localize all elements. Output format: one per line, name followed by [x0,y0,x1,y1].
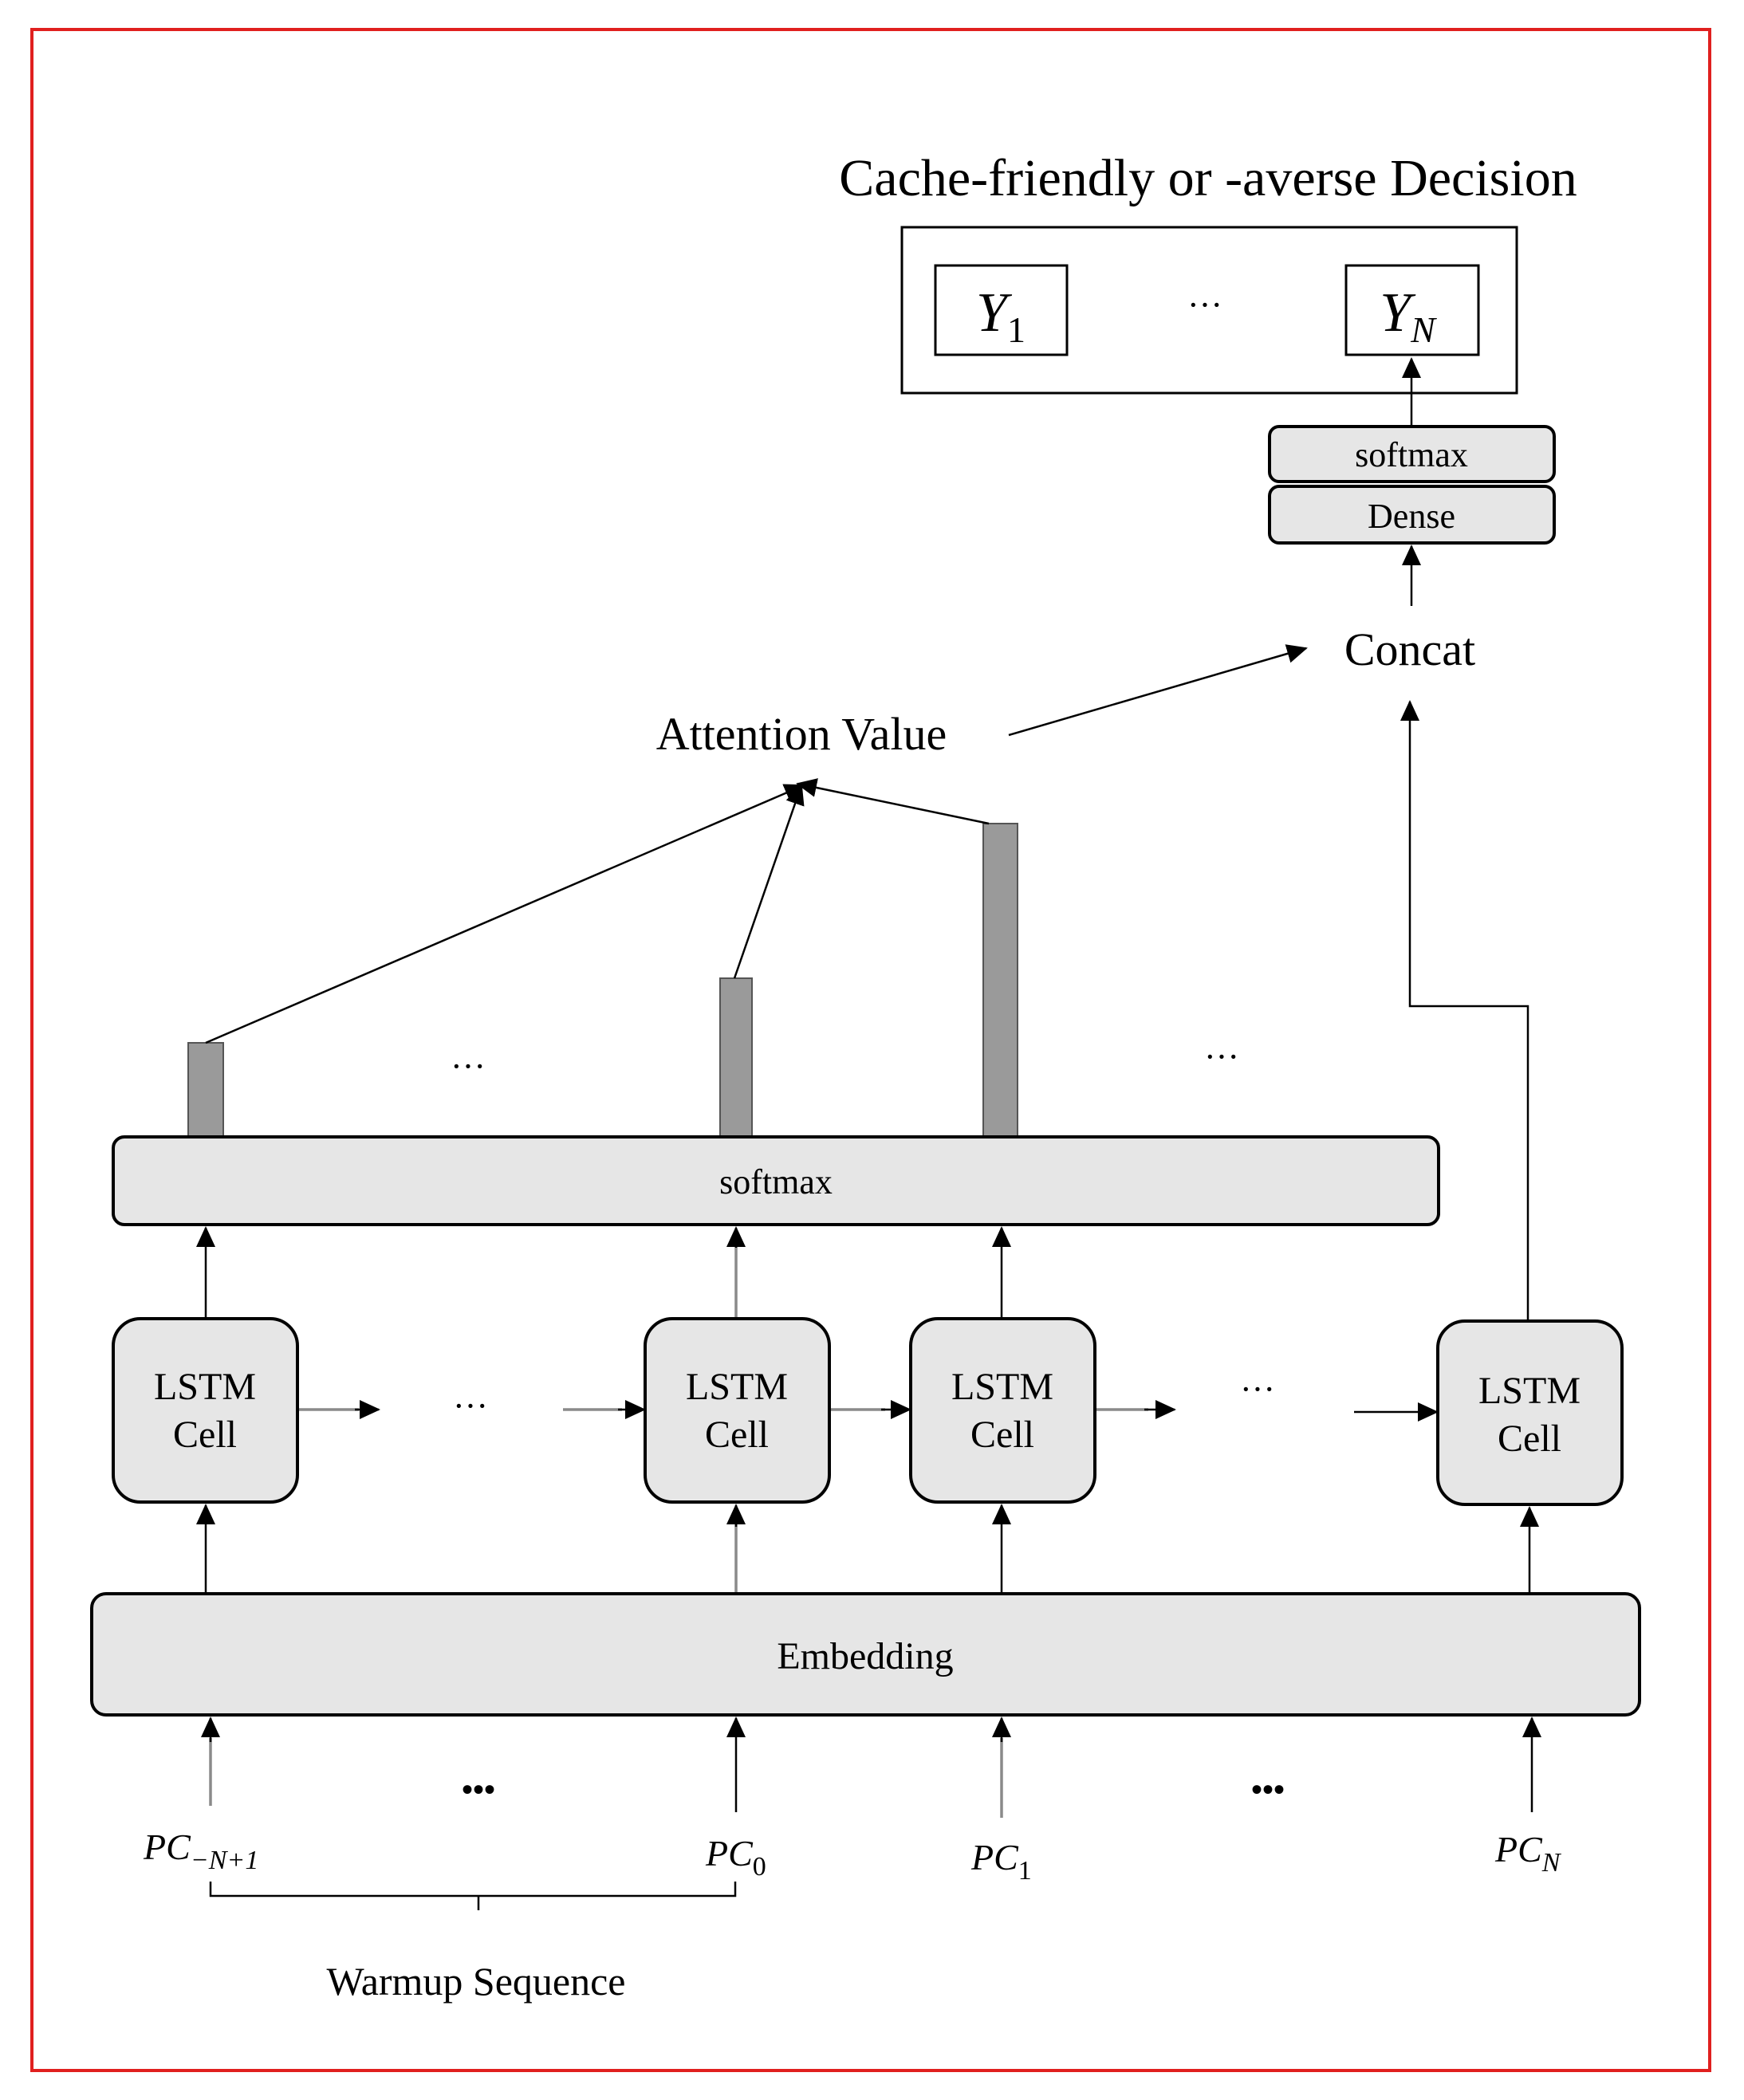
dense-label: Dense [1368,497,1455,536]
warmup-brace [209,1882,737,1910]
arrow-lstm-to-concat [1400,700,1529,1320]
svg-text:LSTM: LSTM [686,1366,788,1408]
head-softmax-box [1268,425,1556,483]
warmup-label: Warmup Sequence [327,1959,626,2004]
attention-bar [719,977,753,1138]
svg-text:LSTM: LSTM [951,1366,1053,1408]
svg-text:Cell: Cell [1498,1418,1561,1460]
svg-text:Cell: Cell [705,1414,769,1456]
attention-softmax-label: softmax [719,1162,833,1201]
svg-text:Cell: Cell [173,1414,237,1456]
attention-ellipsis-right: ··· [1204,1037,1239,1076]
lstm-cell: LSTM Cell [644,1317,831,1504]
embedding-label: Embedding [777,1635,953,1677]
input-pc-first: PC−N+1 [143,1827,258,1875]
svg-text:LSTM: LSTM [154,1366,256,1408]
output-yn-label: YN [1380,282,1437,350]
figure-frame [30,28,1711,2072]
output-ellipsis: ··· [1187,285,1222,324]
lstm-cell: LSTM Cell [909,1317,1096,1504]
attention-value-label: Attention Value [656,708,947,760]
svg-text:LSTM: LSTM [1478,1370,1581,1412]
attention-bar [982,823,1018,1138]
output-y1-label: Y1 [976,282,1026,350]
lstm-ellipsis-left: ··· [453,1386,488,1426]
concat-label: Concat [1344,623,1475,675]
arrow-bar-to-attention [733,784,805,979]
arrow-bar-to-attention [796,778,990,825]
input-ellipsis-left: ••• [462,1772,495,1807]
output-yn-box [1344,264,1480,356]
input-pc-zero: PC0 [705,1833,766,1882]
output-y1-box [934,264,1069,356]
input-ellipsis-right: ••• [1251,1772,1285,1807]
dense-box [1268,485,1556,545]
lstm-cell: LSTM Cell [112,1317,299,1504]
lstm-cell: LSTM Cell [1436,1319,1624,1506]
attention-ellipsis-left: ··· [451,1047,486,1086]
head-softmax-label: softmax [1355,435,1468,474]
svg-text:Cell: Cell [970,1414,1034,1456]
attention-bar [187,1042,224,1138]
diagram-title: Cache-friendly or -averse Decision [839,149,1577,207]
lstm-ellipsis-right: ··· [1240,1370,1275,1409]
input-pc-one: PC1 [970,1837,1032,1886]
arrow-bar-to-attention [205,784,805,1044]
input-pc-last: PCN [1494,1829,1562,1878]
attention-softmax-box [112,1135,1440,1226]
arrow-attention-to-concat [1008,644,1308,737]
embedding-box [90,1592,1641,1717]
